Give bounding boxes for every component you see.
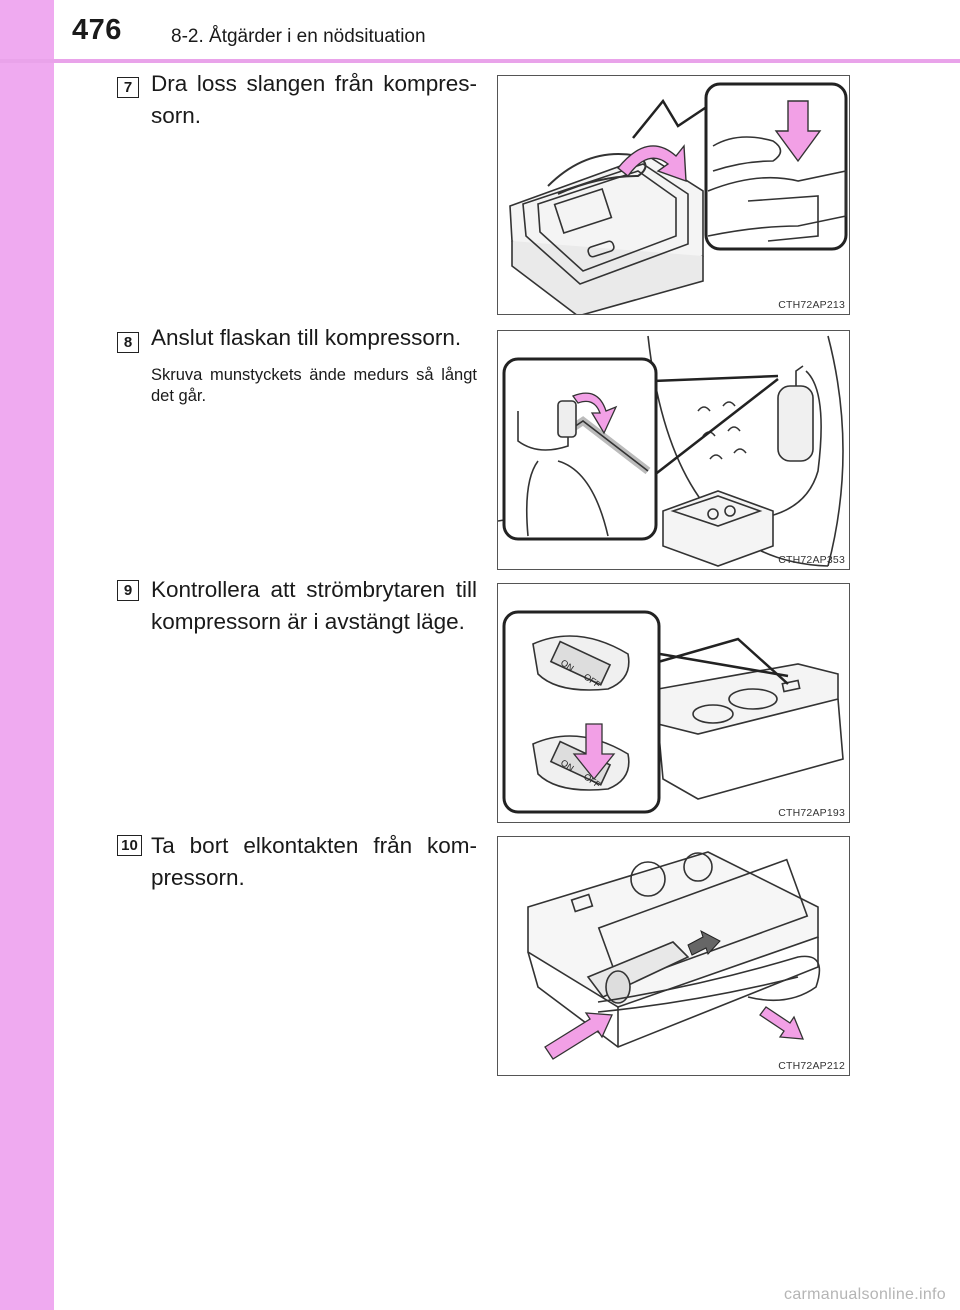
footer-watermark: carmanualsonline.info xyxy=(784,1286,946,1303)
section-title: 8-2. Åtgärder i en nödsituation xyxy=(171,26,426,47)
step-illustration: CTH72AP212 xyxy=(497,836,850,1076)
step-number-badge: 7 xyxy=(117,77,139,98)
step-illustration: ON OFF ON OFF CTH72AP193 xyxy=(497,583,850,823)
step-number-badge: 8 xyxy=(117,332,139,353)
step-instruction: Dra loss slangen från kompres-sorn. xyxy=(151,71,477,128)
bottle-connection-illustration xyxy=(498,335,844,567)
step-instruction: Kontrollera att strömbrytaren till kompr… xyxy=(151,577,477,634)
figure-code: CTH72AP213 xyxy=(778,299,845,311)
figure-code: CTH72AP193 xyxy=(778,807,845,819)
step-illustration: CTH72AP353 xyxy=(497,330,850,570)
page-number: 476 xyxy=(72,14,122,46)
step-illustration: CTH72AP213 xyxy=(497,75,850,315)
power-switch-illustration: ON OFF ON OFF xyxy=(502,610,844,814)
figure-code: CTH72AP353 xyxy=(778,554,845,566)
step-instruction: Anslut flaskan till kompressorn. xyxy=(151,325,462,350)
side-color-band xyxy=(0,0,54,1310)
step-instruction: Ta bort elkontakten från kom-pressorn. xyxy=(151,833,477,890)
step-note: Skruva munstyckets ände medurs så långt … xyxy=(151,366,477,405)
power-connector-illustration xyxy=(527,851,821,1060)
step-number-badge: 10 xyxy=(117,835,142,856)
figure-code: CTH72AP212 xyxy=(778,1060,845,1072)
step-number-badge: 9 xyxy=(117,580,139,601)
header-rule xyxy=(0,59,960,63)
compressor-hose-illustration xyxy=(509,82,848,314)
